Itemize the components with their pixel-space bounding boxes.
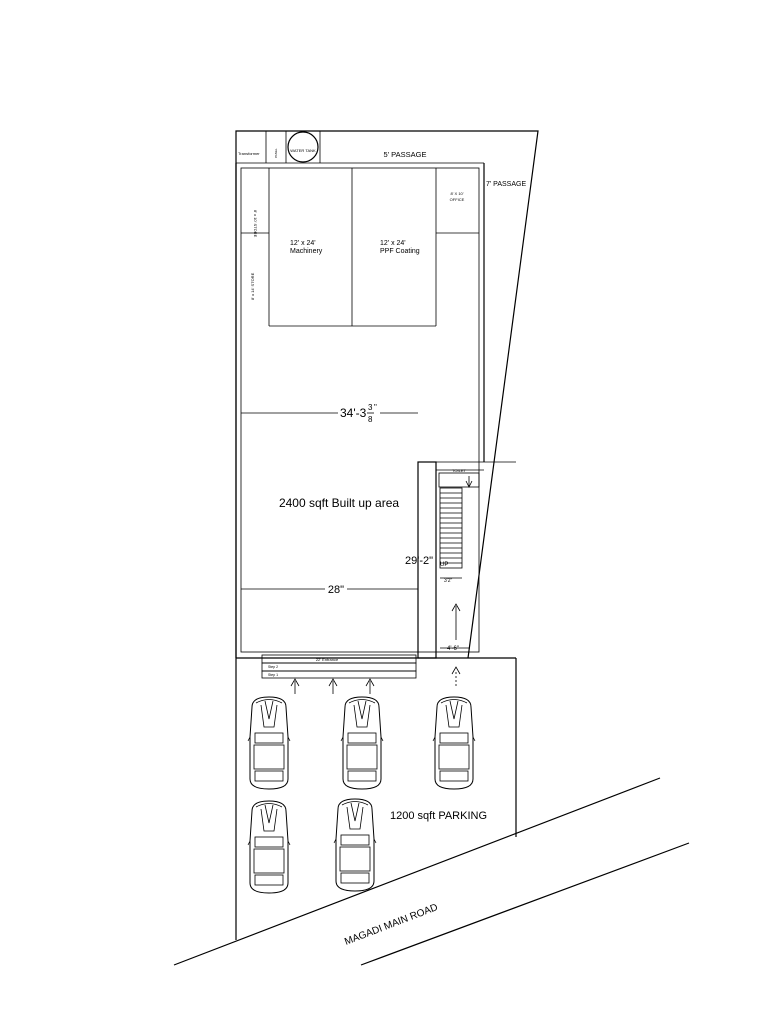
- toilet-label: TOILET: [452, 468, 466, 473]
- car-icon: [340, 696, 384, 790]
- transformer-label: Transformer: [238, 151, 260, 156]
- up-arrow-icon: [328, 678, 338, 694]
- car-icon: [247, 696, 291, 790]
- car-icon: [247, 800, 291, 894]
- up-arrow-icon: [290, 678, 300, 694]
- dimensions: 34'-3 3 8 " 2400 sqft Built up area 28" …: [241, 403, 433, 596]
- top-utility-strip: Transformer PANEL WATER TANK 5' PASSAGE: [236, 131, 484, 164]
- water-tank-label: WATER TANK: [290, 148, 316, 153]
- step-2-label: Step 2: [268, 665, 278, 669]
- ppf-name: PPF Coating: [380, 248, 420, 255]
- width-fraction-num: 3: [368, 403, 373, 412]
- dim-28-label: 28": [328, 584, 344, 596]
- stair-treads: [439, 487, 463, 569]
- machinery-size: 12' x 24': [290, 240, 316, 247]
- car-icon: [432, 696, 476, 790]
- dim-3-2-label: 3'2": [444, 578, 453, 584]
- up-label: UP: [440, 562, 448, 568]
- up-arrow-icon: [365, 678, 375, 694]
- store-room-bottom-label: 8' x 14' STORE: [250, 272, 255, 300]
- building-outline: 7' PASSAGE: [235, 163, 526, 658]
- ppf-size: 12' x 24': [380, 240, 406, 247]
- staircase-block: TOILET UP 3'2" 4'-6": [417, 461, 516, 659]
- entrance-steps: 22' Entrance Step 2 Step 1: [261, 654, 417, 679]
- rooms: 8' x 10' STORE 8' x 14' STORE 12' x 24' …: [241, 168, 479, 327]
- width-fraction-close: ": [374, 403, 377, 412]
- parking-label: 1200 sqft PARKING: [390, 810, 487, 822]
- office-size: 8' X 10': [450, 191, 463, 196]
- dim-29-label: 29'-2": [405, 555, 433, 567]
- parking-cars: [247, 696, 476, 894]
- office-name: OFFICE: [450, 197, 465, 202]
- car-icon: [333, 798, 377, 892]
- built-up-area-label: 2400 sqft Built up area: [279, 496, 399, 510]
- up-arrow-icon: [451, 666, 461, 686]
- passage-7-label: 7' PASSAGE: [486, 181, 526, 188]
- entrance-label: 22' Entrance: [316, 657, 339, 662]
- passage-5-label: 5' PASSAGE: [384, 150, 427, 159]
- machinery-name: Machinery: [290, 248, 323, 255]
- panel-label: PANEL: [274, 148, 278, 158]
- step-1-label: Step 1: [268, 673, 278, 677]
- water-tank-circle: [287, 131, 319, 163]
- width-dimension: 34'-3: [340, 406, 367, 420]
- parking-arrows: [290, 666, 461, 694]
- width-fraction-den: 8: [368, 415, 373, 424]
- dim-4-6-label: 4'-6": [447, 646, 459, 652]
- store-room-top-label: 8' x 10' STORE: [253, 210, 258, 238]
